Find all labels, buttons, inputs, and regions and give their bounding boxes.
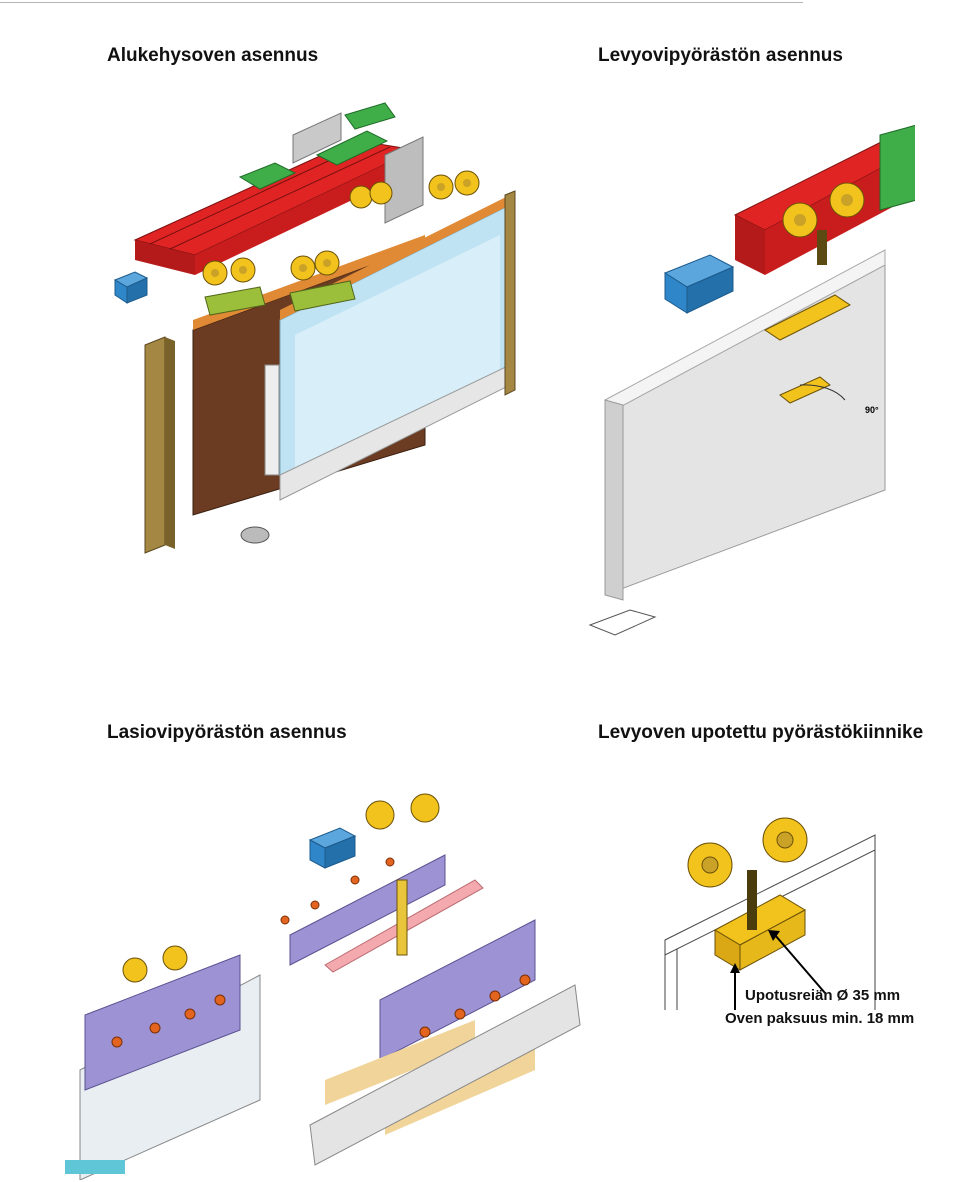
stop-block-icon	[113, 271, 149, 304]
title-panel-door: Levyovipyörästön asennus	[598, 45, 843, 66]
recessed-mount-illustration	[664, 817, 876, 1010]
top-rule	[0, 2, 803, 3]
title-recessed: Levyoven upotettu pyörästökiinnike	[598, 722, 924, 743]
label-hole-diameter: Upotusreiän Ø 35 mm	[745, 987, 901, 1004]
glass-door-assembly-illustration	[65, 793, 581, 1180]
title-glass-door: Lasiovipyörästön asennus	[107, 722, 347, 743]
angle-label: 90°	[865, 405, 879, 415]
panel-door-assembly-illustration: 90°	[588, 124, 915, 636]
title-frame-door: Alukehysoven asennus	[107, 45, 319, 66]
frame-door-assembly-illustration	[113, 102, 516, 554]
label-door-thickness: Oven paksuus min. 18 mm	[725, 1010, 915, 1027]
